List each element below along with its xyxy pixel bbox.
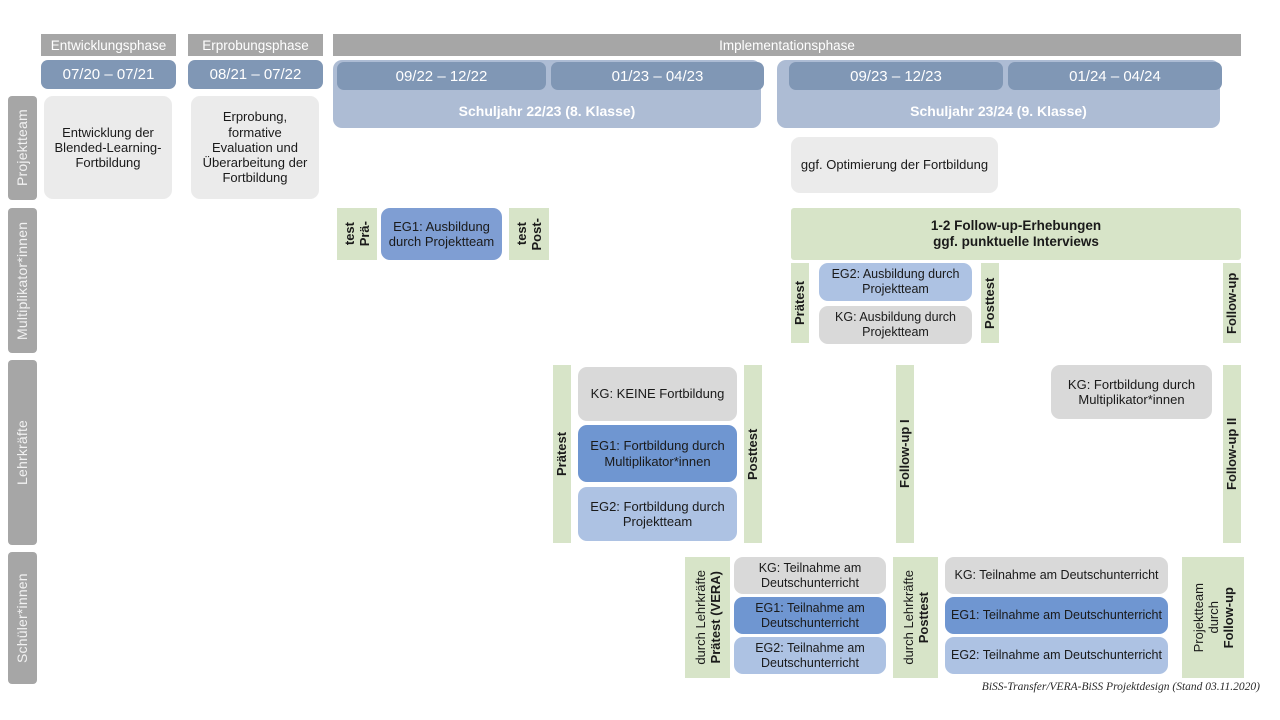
lehrkraefte-kg-keine-label: KG: KEINE Fortbildung bbox=[590, 386, 725, 402]
date-chip-0923-1223: 09/23 – 12/23 bbox=[789, 62, 1003, 90]
projektteam-optimierung-label: ggf. Optimierung der Fortbildung bbox=[800, 157, 989, 173]
date-chip-0720-0721: 07/20 – 07/21 bbox=[41, 60, 176, 89]
lehrkraefte-followup-1-column: Follow-up I bbox=[896, 365, 914, 543]
schueler-followup-column: Follow-up durch Projektteam bbox=[1182, 557, 1244, 678]
multiplikatoren-eg1-box: EG1: Ausbildung durch Projektteam bbox=[381, 208, 502, 260]
date-label: 01/23 – 04/23 bbox=[611, 67, 704, 85]
date-label: 09/22 – 12/22 bbox=[395, 67, 488, 85]
schueler-eg1-label: EG1: Teilnahme am Deutschunterricht bbox=[755, 600, 865, 630]
followup-sub-label-2: Projektteam bbox=[1190, 582, 1206, 653]
projektteam-erprobung-label: Erprobung, formative Evaluation und Über… bbox=[202, 109, 308, 186]
phase-bar-entwicklung: Entwicklungsphase bbox=[41, 34, 176, 56]
schueler-kg-box-1: KG: Teilnahme am Deutschunterricht bbox=[734, 557, 886, 594]
lehrkraefte-eg1-box: EG1: Fortbildung durch Multiplikator*inn… bbox=[578, 425, 737, 482]
schueler-eg1-label: EG1: Teilnahme am Deutschunterricht bbox=[951, 608, 1162, 623]
praetest-line-1: Prä- bbox=[357, 221, 372, 247]
multiplikatoren-eg1-label: EG1: Ausbildung durch Projektteam bbox=[388, 218, 495, 249]
schuljahr-band-2223-label: Schuljahr 22/23 (8. Klasse) bbox=[458, 103, 636, 119]
multiplikatoren-followup-banner: 1-2 Follow-up-Erhebungen ggf. punktuelle… bbox=[791, 208, 1241, 260]
sidebar-item-projektteam: Projektteam bbox=[8, 96, 37, 200]
lehrkraefte-posttest-column: Posttest bbox=[744, 365, 762, 543]
followup-banner-line-2: ggf. punktuelle Interviews bbox=[933, 234, 1099, 249]
posttest-line-1: Post- bbox=[529, 217, 544, 251]
followup-label: Follow-up bbox=[1223, 272, 1239, 334]
schueler-eg2-box-2: EG2: Teilnahme am Deutschunterricht bbox=[945, 637, 1168, 674]
lehrkraefte-followup-2-column: Follow-up II bbox=[1223, 365, 1241, 543]
multiplikatoren-kg-box: KG: Ausbildung durch Projektteam bbox=[819, 306, 972, 344]
date-label: 09/23 – 12/23 bbox=[850, 67, 942, 85]
praetest-line-2: test bbox=[342, 222, 357, 246]
followup-banner-line-1: 1-2 Follow-up-Erhebungen bbox=[930, 218, 1102, 234]
schueler-kg-box-2: KG: Teilnahme am Deutschunterricht bbox=[945, 557, 1168, 594]
posttest-label: Posttest bbox=[744, 428, 760, 480]
multiplikatoren-followup-column: Follow-up bbox=[1223, 263, 1241, 343]
date-label: 07/20 – 07/21 bbox=[62, 66, 155, 83]
sidebar-item-label: Schüler*innen bbox=[13, 573, 30, 663]
sidebar-item-schueler: Schüler*innen bbox=[8, 552, 37, 684]
phase-label: Entwicklungsphase bbox=[50, 37, 167, 53]
date-label: 08/21 – 07/22 bbox=[209, 66, 302, 83]
sidebar-item-lehrkraefte: Lehrkräfte bbox=[8, 360, 37, 545]
schueler-eg1-box-2: EG1: Teilnahme am Deutschunterricht bbox=[945, 597, 1168, 634]
projektteam-optimierung-box: ggf. Optimierung der Fortbildung bbox=[791, 137, 998, 193]
schueler-kg-label: KG: Teilnahme am Deutschunterricht bbox=[758, 560, 862, 590]
schueler-praetest-column: Prätest (VERA) durch Lehrkräfte bbox=[685, 557, 730, 678]
date-chip-0922-1222: 09/22 – 12/22 bbox=[337, 62, 546, 90]
schueler-kg-label: KG: Teilnahme am Deutschunterricht bbox=[954, 568, 1159, 583]
multiplikatoren-eg2-box: EG2: Ausbildung durch Projektteam bbox=[819, 263, 972, 301]
lehrkraefte-eg1-label: EG1: Fortbildung durch Multiplikator*inn… bbox=[590, 438, 725, 469]
phase-bar-implementation: Implementationsphase bbox=[333, 34, 1241, 56]
lehrkraefte-kg-fortbildung-label: KG: Fortbildung durch Multiplikator*inne… bbox=[1067, 376, 1196, 407]
praetest-label: Prätest bbox=[791, 280, 807, 326]
schueler-eg1-box-1: EG1: Teilnahme am Deutschunterricht bbox=[734, 597, 886, 634]
sidebar-item-label: Projektteam bbox=[13, 109, 30, 187]
sidebar-item-label: Multiplikator*innen bbox=[13, 221, 30, 340]
multiplikatoren-posttest-1: Post- test bbox=[509, 208, 549, 260]
followup-2-label: Follow-up II bbox=[1223, 417, 1239, 491]
sidebar-item-label: Lehrkräfte bbox=[13, 419, 30, 486]
date-chip-0123-0423: 01/23 – 04/23 bbox=[551, 62, 764, 90]
multiplikatoren-kg-label: KG: Ausbildung durch Projektteam bbox=[835, 310, 956, 339]
praetest-sub-label: durch Lehrkräfte bbox=[692, 570, 708, 665]
schueler-posttest-column: Posttest durch Lehrkräfte bbox=[893, 557, 938, 678]
schuljahr-band-2324-label: Schuljahr 23/24 (9. Klasse) bbox=[910, 103, 1087, 119]
followup-sub-label-1: durch bbox=[1205, 601, 1221, 634]
sidebar-item-multiplikatoren: Multiplikator*innen bbox=[8, 208, 37, 353]
praetest-label: Prätest bbox=[553, 431, 569, 477]
phase-bar-erprobung: Erprobungsphase bbox=[188, 34, 323, 56]
schueler-eg2-label: EG2: Teilnahme am Deutschunterricht bbox=[755, 640, 865, 670]
multiplikatoren-praetest-1: Prä- test bbox=[337, 208, 377, 260]
lehrkraefte-eg2-box: EG2: Fortbildung durch Projektteam bbox=[578, 487, 737, 541]
phase-label: Implementationsphase bbox=[719, 37, 855, 53]
posttest-label: Posttest bbox=[981, 277, 997, 329]
posttest-line-2: test bbox=[514, 222, 529, 246]
schueler-eg2-label: EG2: Teilnahme am Deutschunterricht bbox=[951, 648, 1162, 663]
date-chip-0124-0424: 01/24 – 04/24 bbox=[1008, 62, 1222, 90]
followup-label: Follow-up bbox=[1220, 586, 1236, 649]
posttest-sub-label: durch Lehrkräfte bbox=[900, 570, 916, 665]
lehrkraefte-eg2-label: EG2: Fortbildung durch Projektteam bbox=[590, 498, 725, 529]
projektteam-entwicklung-label: Entwicklung der Blended-Learning-Fortbil… bbox=[54, 124, 162, 171]
date-label: 01/24 – 04/24 bbox=[1069, 67, 1161, 85]
date-chip-0821-0722: 08/21 – 07/22 bbox=[188, 60, 323, 89]
praetest-vera-label: Prätest (VERA) bbox=[707, 571, 723, 664]
posttest-label: Posttest bbox=[915, 591, 931, 644]
lehrkraefte-praetest-column: Prätest bbox=[553, 365, 571, 543]
phase-label: Erprobungsphase bbox=[202, 37, 309, 53]
projektteam-erprobung-box: Erprobung, formative Evaluation und Über… bbox=[191, 96, 319, 199]
multiplikatoren-posttest-2: Posttest bbox=[981, 263, 999, 343]
footer-caption: BiSS-Transfer/VERA-BiSS Projektdesign (S… bbox=[981, 681, 1260, 693]
lehrkraefte-kg-keine-box: KG: KEINE Fortbildung bbox=[578, 367, 737, 421]
followup-1-label: Follow-up I bbox=[896, 419, 912, 489]
multiplikatoren-eg2-label: EG2: Ausbildung durch Projektteam bbox=[831, 267, 960, 296]
multiplikatoren-praetest-2: Prätest bbox=[791, 263, 809, 343]
schueler-eg2-box-1: EG2: Teilnahme am Deutschunterricht bbox=[734, 637, 886, 674]
lehrkraefte-kg-fortbildung-box: KG: Fortbildung durch Multiplikator*inne… bbox=[1051, 365, 1212, 419]
projektteam-entwicklung-box: Entwicklung der Blended-Learning-Fortbil… bbox=[44, 96, 172, 199]
